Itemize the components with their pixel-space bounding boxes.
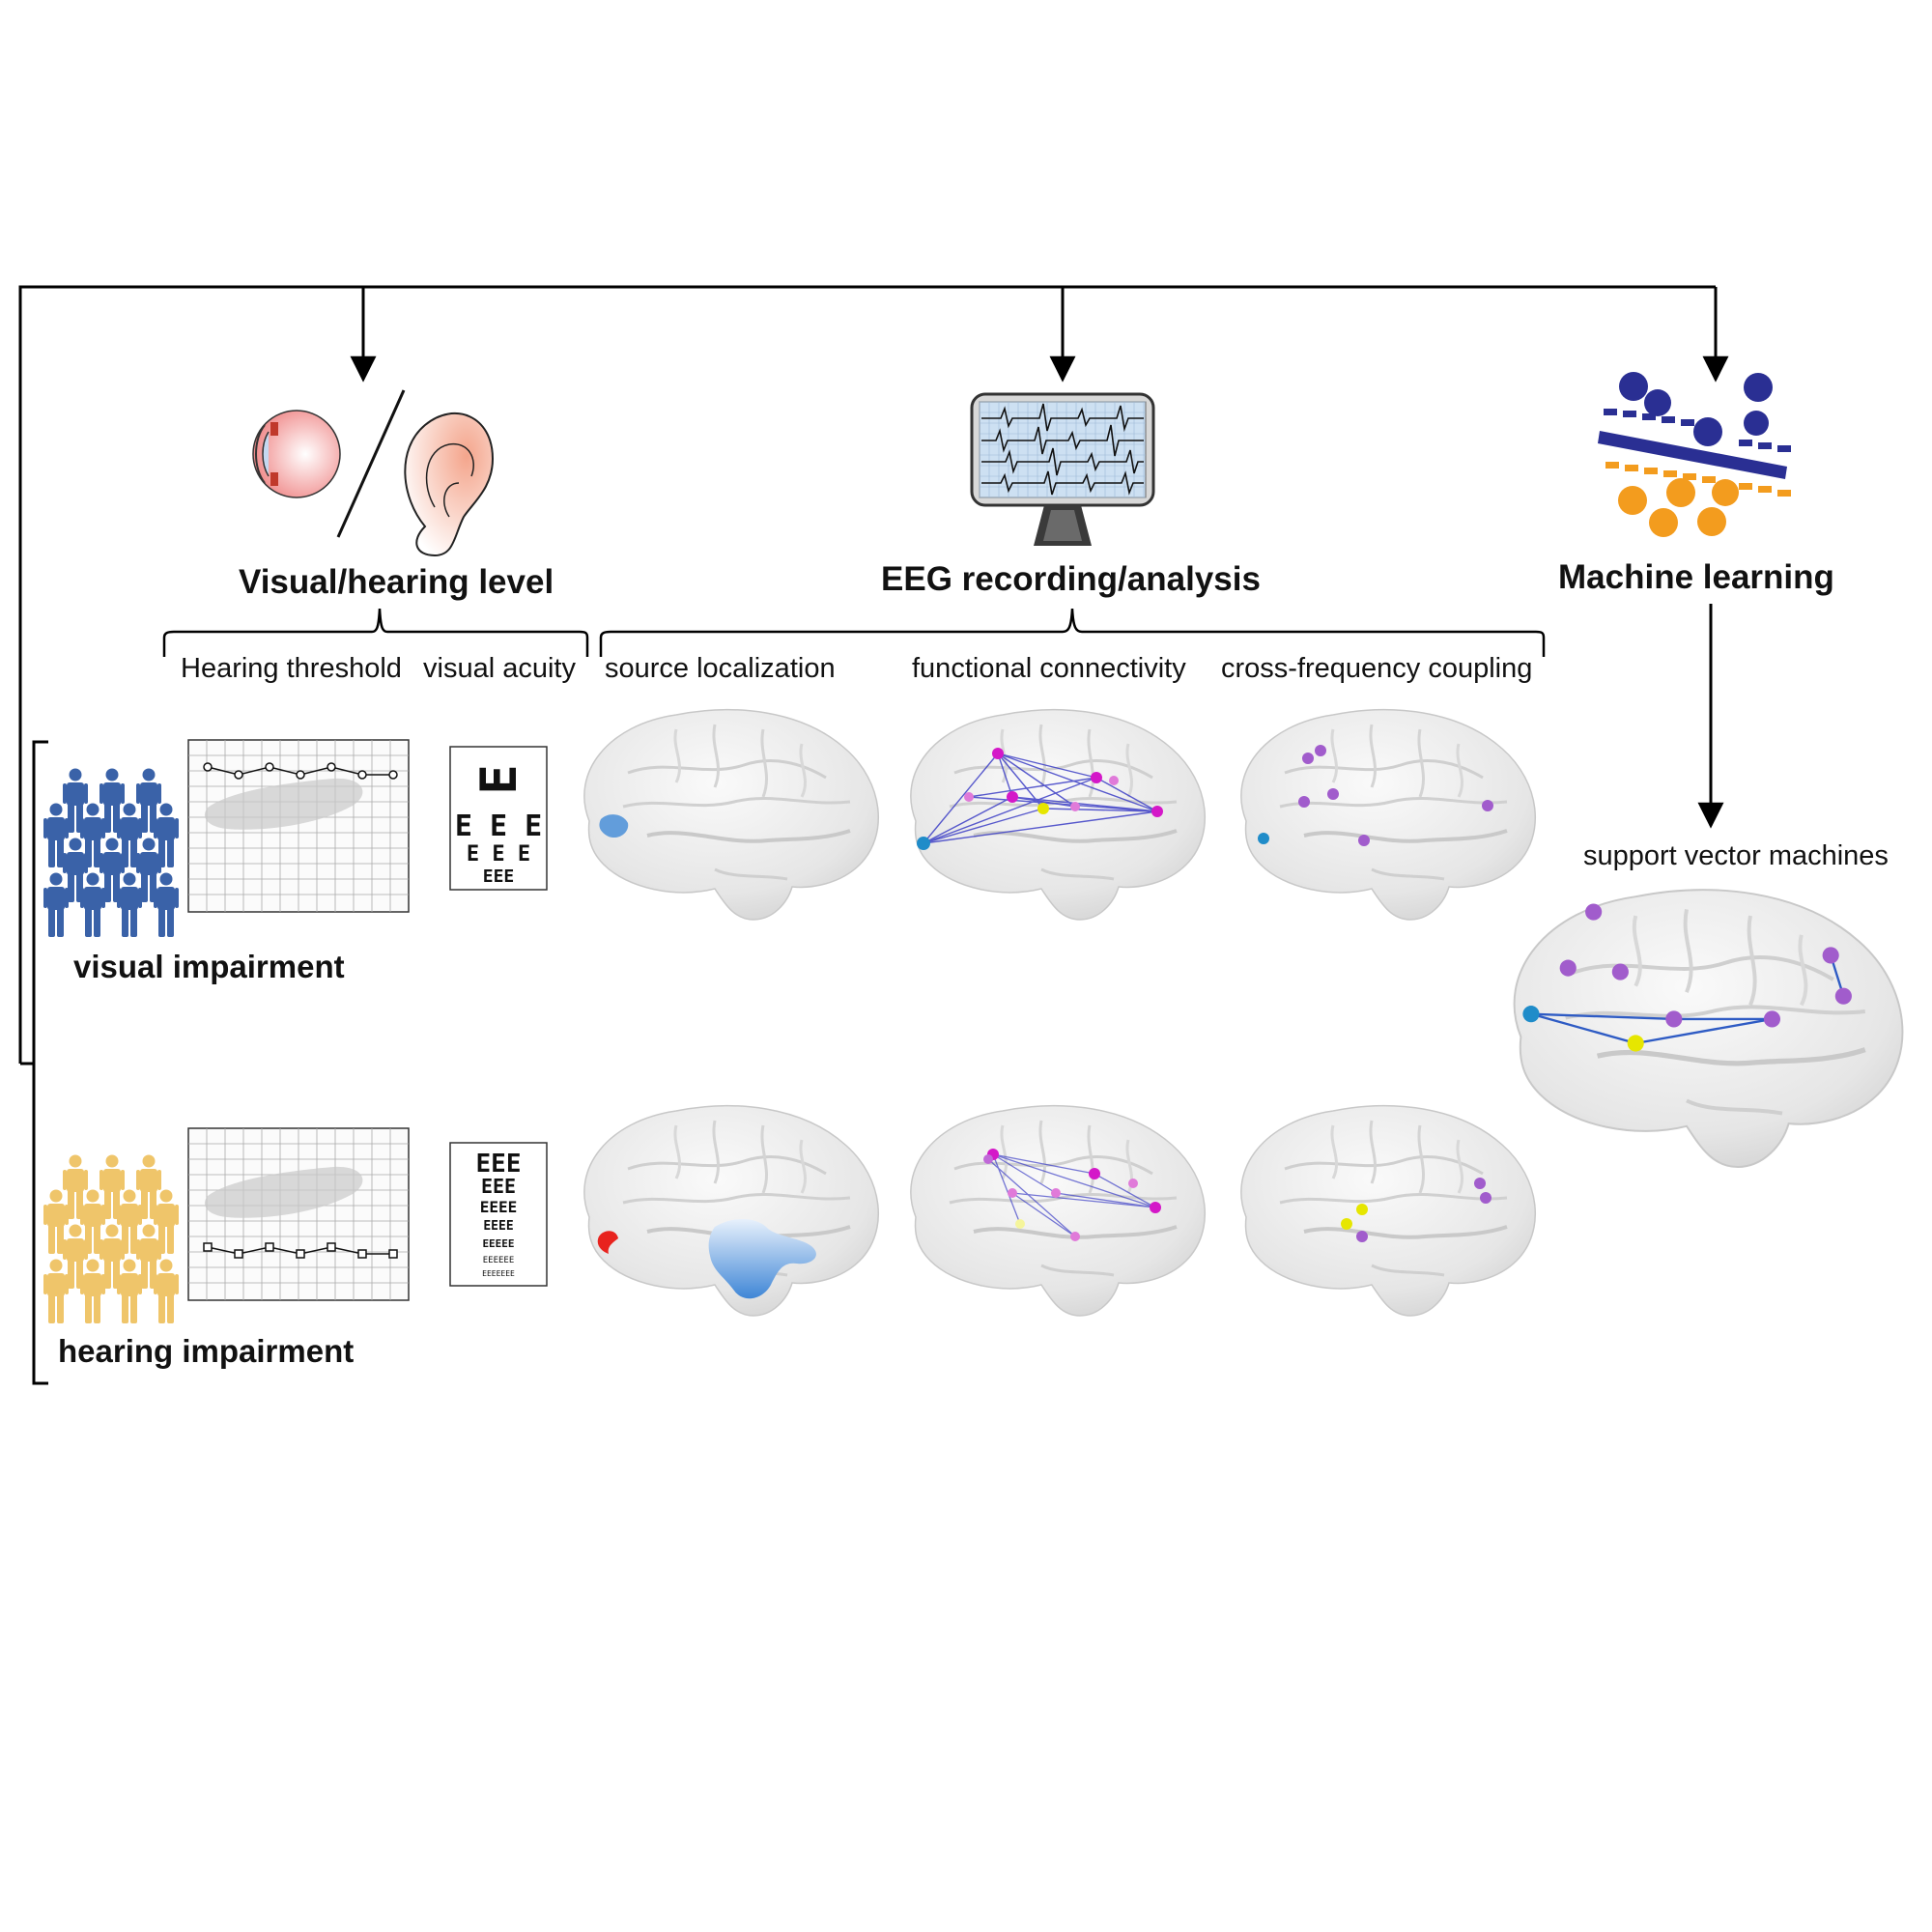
brain-icon-coupling-hearing xyxy=(1238,1103,1538,1318)
hearing-threshold-label: Hearing threshold xyxy=(181,653,402,684)
group-hearing-impairment-label: hearing impairment xyxy=(58,1333,355,1369)
audiogram-icon-hearing xyxy=(187,1127,410,1301)
people-group-icon-hearing xyxy=(43,1154,179,1323)
svg-text:E E E: E E E xyxy=(467,842,530,867)
cross-frequency-coupling-label: cross-frequency coupling xyxy=(1221,653,1533,684)
brain-icon-source-hearing xyxy=(582,1103,881,1318)
brain-icon-svm xyxy=(1515,890,1903,1167)
person-icon xyxy=(43,1259,69,1323)
eye-chart-icon-hearing: EEE EEE EEEE EEEE EEEEE EEEEEE EEEEEEE xyxy=(449,1142,548,1287)
person-icon xyxy=(154,1259,179,1323)
eye-icon xyxy=(252,410,341,498)
svg-text:EEE: EEE xyxy=(481,1175,516,1198)
person-icon xyxy=(117,872,142,937)
flow-arrows xyxy=(18,285,1729,1385)
svg-text:EEE: EEE xyxy=(476,1150,522,1179)
person-icon xyxy=(154,872,179,937)
svg-text:EEEEE: EEEEE xyxy=(482,1237,514,1250)
slash-divider xyxy=(336,389,406,538)
functional-connectivity-label: functional connectivity xyxy=(912,653,1186,684)
source-localization-label: source localization xyxy=(605,653,836,684)
svg-text:EEE: EEE xyxy=(483,867,515,887)
section-brackets xyxy=(162,608,1546,657)
brain-icon-connectivity-visual xyxy=(908,707,1208,922)
stage-eeg-title: EEG recording/analysis xyxy=(881,560,1261,598)
audiogram-icon-visual xyxy=(187,739,410,913)
eye-chart-icon-visual: E E E E E E E EEE xyxy=(449,746,548,891)
svg-text:EEEEEE: EEEEEE xyxy=(483,1256,515,1265)
people-group-icon-visual xyxy=(43,768,179,937)
stage-ml-title: Machine learning xyxy=(1558,558,1834,596)
svg-text:E E E: E E E xyxy=(455,810,542,843)
brain-icon-source-visual xyxy=(582,707,881,922)
eeg-monitor-icon xyxy=(970,392,1155,546)
svg-text:EEEE: EEEE xyxy=(480,1198,518,1216)
brain-icon-coupling-visual xyxy=(1238,707,1538,922)
brain-icon-connectivity-hearing xyxy=(908,1103,1208,1318)
svg-text:E: E xyxy=(470,764,528,794)
svm-label: support vector machines xyxy=(1583,840,1889,871)
person-icon xyxy=(80,1259,105,1323)
person-icon xyxy=(43,872,69,937)
ml-classifier-icon xyxy=(1598,372,1791,537)
visual-acuity-label: visual acuity xyxy=(423,653,576,684)
svg-text:EEEE: EEEE xyxy=(483,1219,513,1234)
svg-text:EEEEEEE: EEEEEEE xyxy=(482,1269,515,1278)
stage-visual-hearing-title: Visual/hearing level xyxy=(239,563,554,601)
ear-icon xyxy=(404,412,495,557)
person-icon xyxy=(80,872,105,937)
person-icon xyxy=(117,1259,142,1323)
group-visual-impairment-label: visual impairment xyxy=(73,949,345,984)
